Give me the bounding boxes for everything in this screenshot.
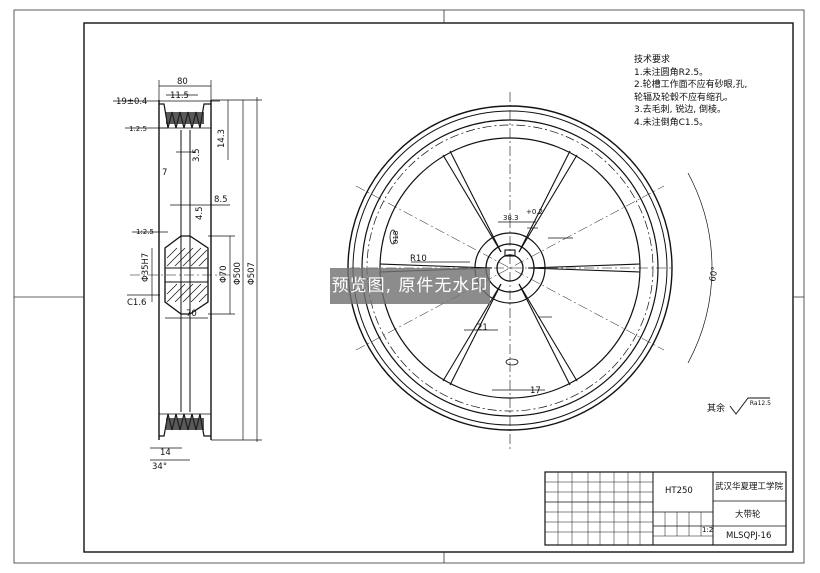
notes-title: 技术要求 xyxy=(634,55,671,65)
school-name: 武汉华夏理工学院 xyxy=(715,482,784,492)
note-item: 轮辐及轮毂不应有缩孔。 xyxy=(634,92,734,103)
note-item: 4.未注倒角C1.5。 xyxy=(634,117,709,128)
scale-label: 1:2 xyxy=(702,526,714,534)
dim-18: 018 xyxy=(392,231,400,244)
dim-r10: R10 xyxy=(410,254,427,264)
title-block-grid xyxy=(544,471,787,546)
dim-hub-70: Φ70 xyxy=(219,265,229,283)
dim-507: Φ507 xyxy=(247,262,257,285)
spokes xyxy=(379,150,641,386)
roughness-note: 其余 Ra12.5 xyxy=(707,400,771,414)
note-item: 2.轮槽工作面不应有砂眼,孔, xyxy=(634,80,748,90)
dim-21: 21 xyxy=(477,323,488,333)
drawing-frame xyxy=(83,22,794,553)
note-item: 1.未注圆角R2.5。 xyxy=(634,67,709,78)
sheet-border xyxy=(13,9,805,564)
material-label: HT250 xyxy=(665,486,693,496)
hub-hatching xyxy=(166,247,208,303)
dim-groove-19: 19±0.4 xyxy=(116,97,147,107)
dim-angle-60: 60° xyxy=(708,266,720,283)
dim-8-5: 8.5 xyxy=(214,195,228,205)
front-dimension-lines xyxy=(411,221,573,391)
dim-14-3: 14.3 xyxy=(217,129,227,148)
dim-500: Φ500 xyxy=(233,262,243,285)
roughness-symbol xyxy=(729,397,770,415)
dim-7: 7 xyxy=(162,168,167,178)
dim-keyway: 38.3 xyxy=(503,214,519,222)
dim-3-5: 3.5 xyxy=(192,148,202,162)
dim-c1-6: C1.6 xyxy=(127,298,146,308)
dim-width-80: 80 xyxy=(177,77,188,87)
dim-17: 17 xyxy=(530,386,541,396)
preview-watermark: 预览图, 原件无水印 xyxy=(330,268,490,304)
dim-14: 14 xyxy=(160,448,171,458)
section-dimension-lines xyxy=(113,80,262,461)
dim-angle-34: 34° xyxy=(152,462,167,472)
part-name: 大带轮 xyxy=(735,510,761,520)
dim-hub-length: 70 xyxy=(186,309,197,319)
dim-slope-top: 1:2.5 xyxy=(129,125,147,133)
note-item: 3.去毛刺, 锐边, 倒棱。 xyxy=(634,105,727,115)
drawing-number: MLSQPJ-16 xyxy=(726,531,772,541)
roughness-value: Ra12.5 xyxy=(749,400,771,407)
dim-groove-11-5: 11.5 xyxy=(170,91,189,101)
dim-keyway-tol: +0.2 xyxy=(526,208,543,216)
rim-hatching xyxy=(166,112,204,430)
section-view xyxy=(130,100,232,440)
dim-4-5: 4.5 xyxy=(195,206,205,220)
dim-slope-hub: 1:2.5 xyxy=(136,228,154,236)
dim-bore: Φ35H7 xyxy=(141,253,151,282)
technical-requirements: 技术要求 1.未注圆角R2.5。 2.轮槽工作面不应有砂眼,孔, 轮辐及轮毂不应… xyxy=(634,54,747,129)
roughness-label: 其余 xyxy=(707,404,726,414)
